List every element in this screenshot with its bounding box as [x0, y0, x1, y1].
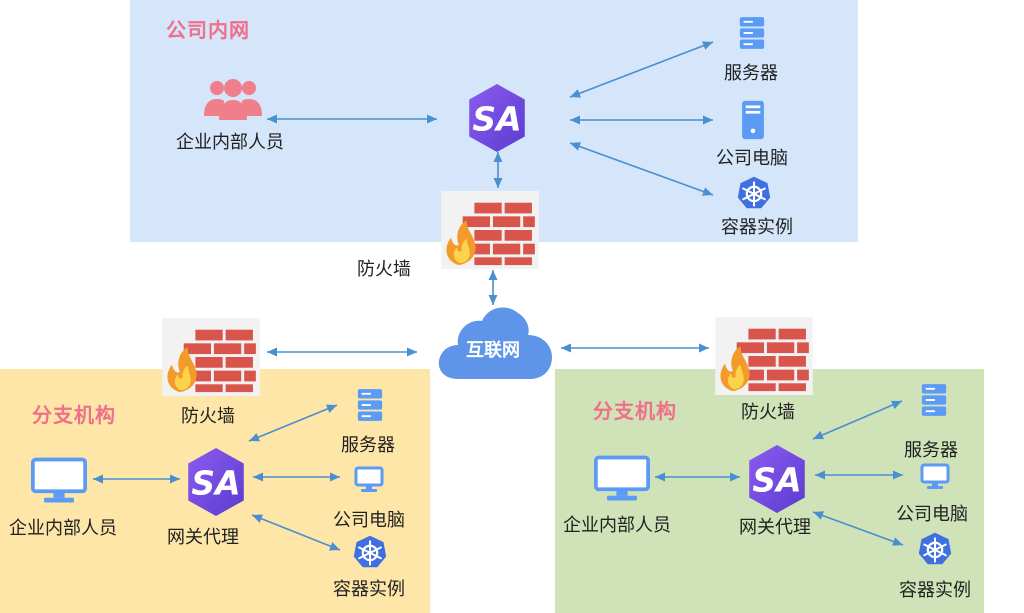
hq-firewall-icon[interactable] — [440, 191, 540, 269]
hq-container-label: 容器实例 — [721, 217, 793, 238]
branch-left-firewall-icon[interactable] — [161, 318, 261, 396]
arrow-gateway-container — [569, 142, 714, 196]
branch-left-users-label: 企业内部人员 — [9, 518, 117, 539]
hq-pc-label: 公司电脑 — [716, 148, 788, 169]
hq-container-icon[interactable] — [736, 175, 772, 211]
hq-users-label: 企业内部人员 — [176, 132, 284, 153]
arrow-gateway-server — [569, 41, 714, 98]
branch-right-pc-icon[interactable] — [920, 463, 950, 491]
hq-users-icon — [203, 76, 263, 122]
branch-right-server-label: 服务器 — [904, 440, 958, 461]
hq-pc-tower-icon[interactable] — [740, 100, 766, 140]
branch-left-container-label: 容器实例 — [333, 579, 405, 600]
hq-title: 公司内网 — [166, 18, 250, 42]
internet-cloud-icon[interactable] — [436, 301, 556, 383]
arrow-right-gateway-server — [812, 400, 903, 440]
branch-right-users-label: 企业内部人员 — [563, 515, 671, 536]
branch-left-server-icon[interactable] — [356, 388, 384, 422]
branch-right-gateway-icon[interactable] — [745, 443, 809, 515]
hq-firewall-label: 防火墙 — [357, 259, 411, 280]
branch-left-users-monitor-icon[interactable] — [31, 457, 87, 505]
internet-label: 互联网 — [466, 340, 520, 361]
arrow-right-gateway-container — [812, 511, 904, 546]
branch-right-server-icon[interactable] — [920, 383, 948, 417]
arrow-left-gateway-container — [251, 514, 341, 551]
branch-left-gateway-label: 网关代理 — [167, 527, 239, 548]
branch-left-gateway-icon[interactable] — [184, 446, 248, 518]
branch-right-pc-label: 公司电脑 — [896, 504, 968, 525]
hq-gateway-icon[interactable] — [465, 82, 529, 154]
branch-right-firewall-label: 防火墙 — [741, 402, 795, 423]
arrow-left-gateway-server — [248, 404, 338, 442]
branch-left-title: 分支机构 — [32, 403, 116, 427]
branch-left-pc-icon[interactable] — [354, 466, 384, 494]
branch-right-container-icon[interactable] — [917, 531, 953, 567]
hq-server-label: 服务器 — [724, 63, 778, 84]
branch-right-container-label: 容器实例 — [899, 580, 971, 601]
branch-left-server-label: 服务器 — [341, 435, 395, 456]
branch-right-firewall-icon[interactable] — [714, 317, 814, 395]
branch-left-container-icon[interactable] — [352, 534, 388, 570]
branch-right-title: 分支机构 — [593, 399, 677, 423]
branch-right-gateway-label: 网关代理 — [739, 517, 811, 538]
branch-left-pc-label: 公司电脑 — [333, 510, 405, 531]
branch-left-firewall-label: 防火墙 — [181, 406, 235, 427]
branch-right-users-monitor-icon[interactable] — [594, 455, 650, 503]
hq-server-icon[interactable] — [738, 16, 766, 50]
